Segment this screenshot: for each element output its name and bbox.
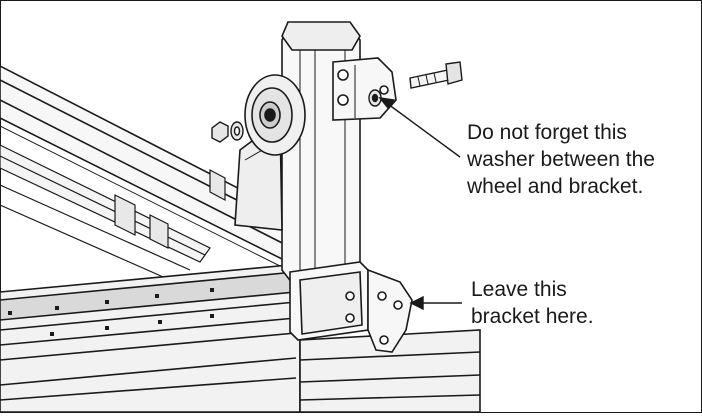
end-plate: [289, 261, 369, 341]
washer-callout-line-1: Do not forget this: [467, 121, 627, 144]
spacer-blocks: [114, 169, 226, 249]
bracket-leader: [409, 295, 462, 311]
upper-bracket: [332, 57, 397, 121]
washer-callout-line-3: wheel and bracket.: [467, 175, 644, 198]
front-extrusion: [0, 263, 481, 413]
lower-bracket: [367, 268, 413, 353]
extrusion-holes: [8, 288, 214, 336]
nut-washer: [211, 121, 244, 143]
bracket-callout: Leave this bracket here.: [471, 276, 594, 330]
bracket-callout-line-1: Leave this: [471, 278, 567, 301]
washer-callout: Do not forget this washer between the wh…: [467, 119, 655, 200]
bolt: [409, 61, 463, 89]
bracket-callout-line-2: bracket here.: [471, 305, 594, 328]
washer-callout-line-2: washer between the: [467, 148, 655, 171]
washer-leader: [378, 97, 461, 158]
v-wheel: [244, 74, 306, 156]
